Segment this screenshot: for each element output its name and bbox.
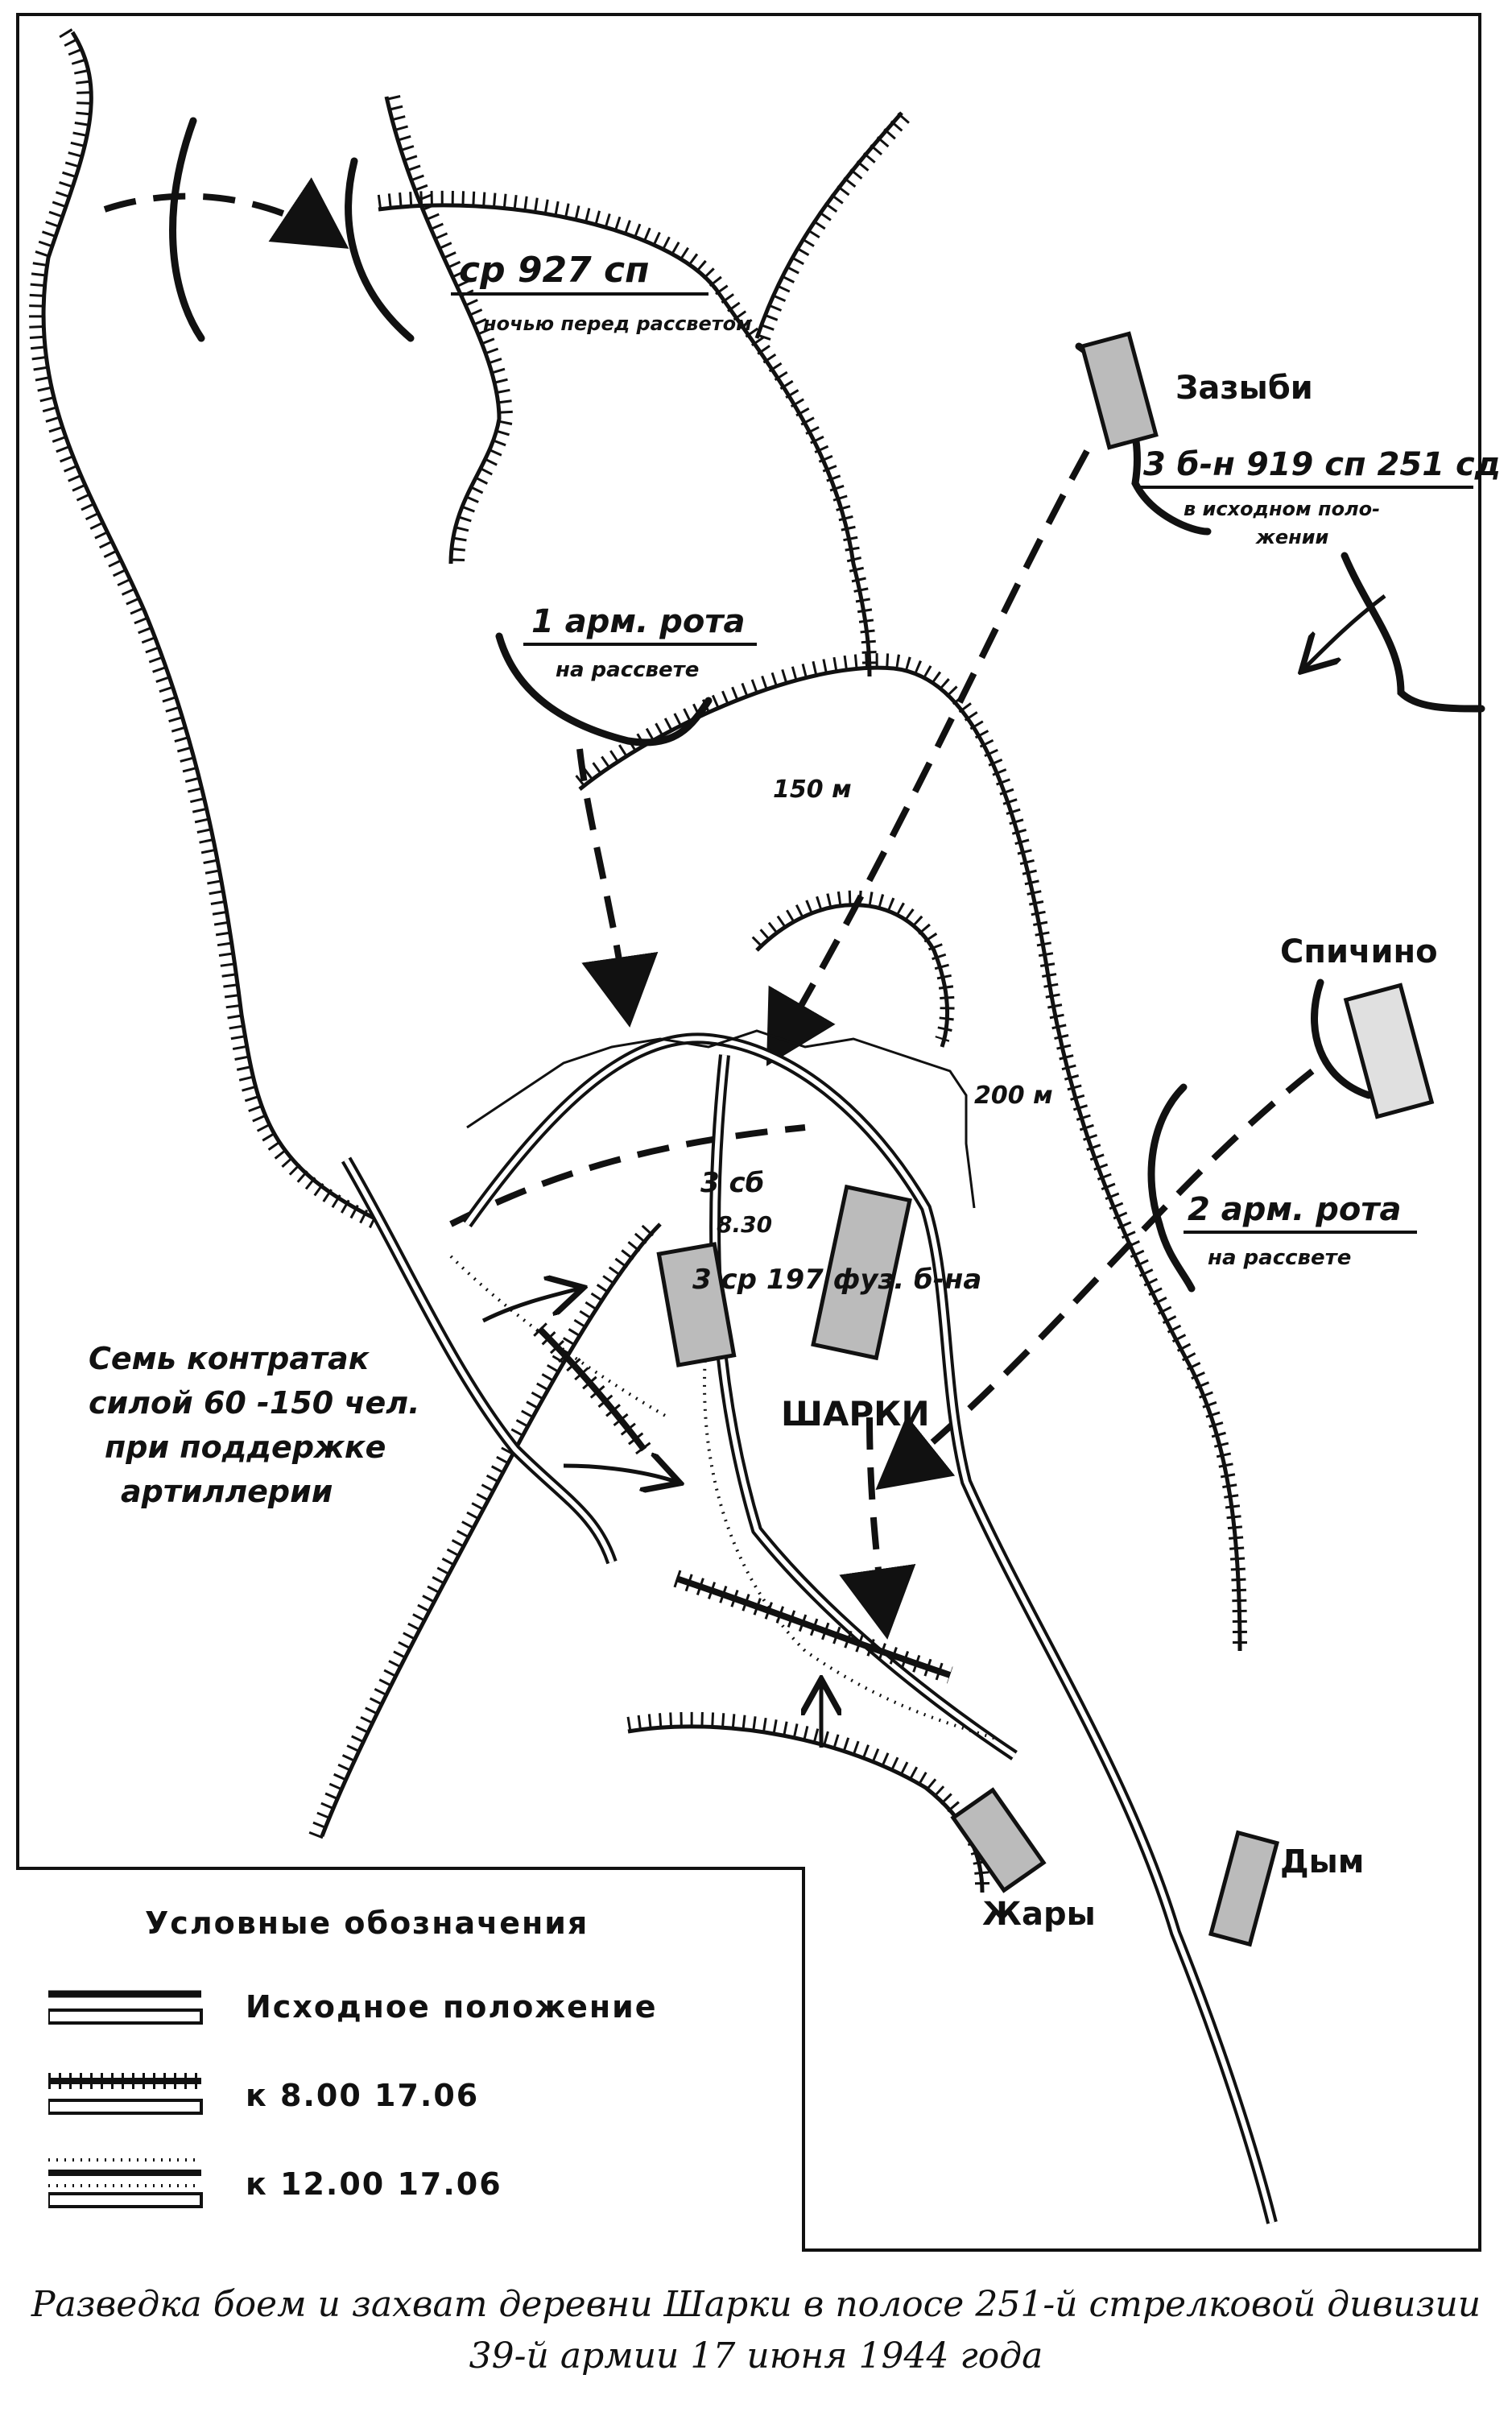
counterattack-arrows (481, 594, 1386, 1748)
label-unit-3sr: 3 ср 197 фуз. б-на (692, 1264, 981, 1296)
label-village-dym: Дым (1280, 1843, 1365, 1880)
label-unit-3sb: 3 сб (700, 1167, 764, 1199)
caption-line-2: 39-й армии 17 июня 1944 года (469, 2335, 1043, 2377)
label-company-1: 1 арм. рота (531, 603, 746, 640)
block-dym (1208, 1830, 1280, 1947)
label-unit-927-note: ночью перед рассветом (483, 312, 752, 335)
legend-row-0800: к 8.00 17.06 (48, 2063, 773, 2128)
label-dist-200: 200 м (974, 1082, 1053, 1110)
legend-row-initial: Исходное положение (48, 1975, 773, 2039)
position-spichino (1311, 978, 1373, 1099)
route-927 (103, 177, 349, 249)
contour-hill (755, 903, 950, 1048)
label-unit-919-note-2: жении (1255, 526, 1329, 548)
block-sharki-1 (656, 1242, 737, 1367)
legend-label-0800: к 8.00 17.06 (246, 2078, 480, 2113)
map-caption: Разведка боем и захват деревни Шарки в п… (0, 2279, 1512, 2382)
label-dist-150: 150 м (773, 776, 852, 804)
block-zhary (950, 1787, 1047, 1893)
route-company1 (576, 748, 659, 1028)
legend-symbol-1200 (48, 2158, 203, 2208)
legend-label-initial: Исходное положение (246, 1989, 658, 2025)
battle-map: ср 927 сп ночью перед рассветом Зазыби 3… (29, 28, 1501, 2224)
label-counterattack-2: силой 60 -150 чел. (89, 1385, 420, 1421)
block-zazybi (1080, 331, 1159, 450)
position-927-west (169, 117, 205, 342)
route-919 (766, 449, 1090, 1066)
legend-title: Условные обозначения (145, 1905, 589, 1941)
block-sharki-2 (811, 1184, 912, 1361)
village-blocks (656, 331, 1435, 1947)
label-unit-927: ср 927 сп (459, 250, 650, 291)
legend-label-1200: к 12.00 17.06 (246, 2166, 502, 2202)
legend-row-1200: к 12.00 17.06 (48, 2152, 773, 2216)
legend-symbol-initial (48, 1990, 203, 2025)
label-counterattack-3: при поддержке (105, 1429, 386, 1465)
route-sharki-south (839, 1417, 916, 1640)
route-sharki-west (449, 1124, 806, 1227)
contour-north (378, 203, 872, 677)
contour-center (578, 665, 1242, 1652)
positions-0800 (533, 1322, 953, 1684)
label-village-zhary: Жары (982, 1896, 1096, 1933)
map-legend: Условные обозначения Исходное положение … (16, 1867, 805, 2252)
terrain-contours (29, 28, 1247, 1893)
position-company1 (495, 632, 713, 747)
block-spichino (1343, 983, 1435, 1119)
label-unit-919-note-1: в исходном поло- (1184, 498, 1380, 520)
position-southeast (1341, 552, 1485, 713)
label-underlines (451, 292, 1473, 1234)
legend-symbol-0800 (48, 2073, 203, 2115)
label-unit-919: 3 б-н 919 сп 251 сд (1143, 446, 1501, 483)
positions-1200 (449, 1255, 999, 1741)
contour-west (41, 31, 388, 1227)
label-counterattack-4: артиллерии (121, 1474, 333, 1509)
label-village-spichino: Спичино (1280, 933, 1438, 970)
label-company-1-note: на рассвете (556, 658, 699, 682)
position-927-east (345, 157, 415, 342)
label-time-830: 8.30 (717, 1211, 772, 1238)
label-village-sharki: ШАРКИ (781, 1394, 930, 1433)
sharki-outline (466, 1029, 976, 1209)
caption-line-1: Разведка боем и захват деревни Шарки в п… (31, 2284, 1481, 2325)
label-counterattack-1: Семь контратак (89, 1341, 370, 1376)
contour-inner-north (384, 96, 502, 565)
contour-northeast (754, 111, 903, 339)
label-village-zazybi: Зазыби (1175, 370, 1313, 407)
initial-positions (169, 117, 1485, 1293)
label-company-2-note: на рассвете (1208, 1246, 1351, 1270)
label-company-2: 2 арм. рота (1188, 1191, 1402, 1228)
